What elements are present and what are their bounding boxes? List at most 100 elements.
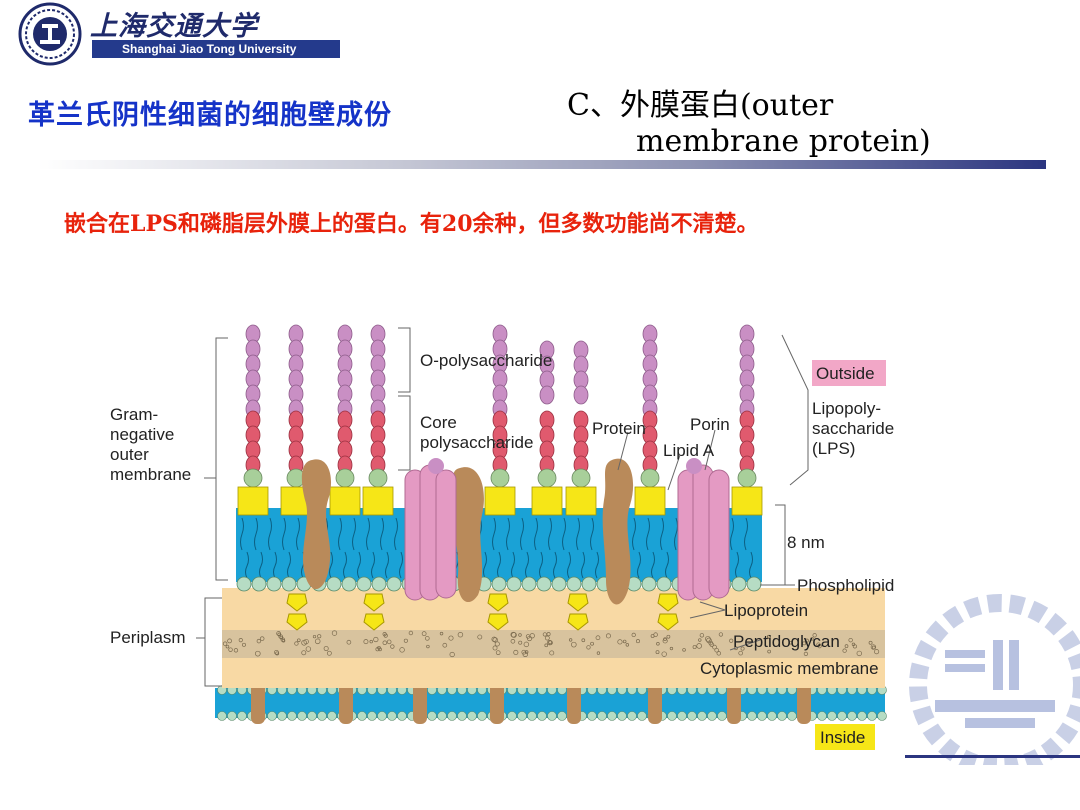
cm-head [297,711,307,721]
peptidoglycan-dot [303,638,309,645]
peptidoglycan-dot [228,647,233,652]
peptidoglycan-dot [238,638,243,643]
peptidoglycan-dot [699,633,705,638]
lipid-tail [282,517,286,551]
peptidoglycan-dot [547,639,553,646]
lipid-tail [553,551,557,579]
lipid-tail [394,517,398,551]
phospholipid-head [386,576,402,592]
lipid-tail [637,551,641,579]
lipid-tail [371,551,375,579]
label-outside: Outside [816,364,875,383]
cm-head [677,711,687,721]
peptidoglycan-dot [233,648,239,653]
lipid-tail [366,517,370,551]
cm-head [867,711,877,721]
lipid-tail [590,517,594,551]
cm-head [527,711,537,721]
cm-head [717,711,727,721]
peptidoglycan-dot [305,646,312,652]
peptidoglycan-dot [241,642,246,647]
phospholipid-head [521,576,537,592]
lipid-tail [296,517,300,551]
lipid-tail [506,517,510,551]
lipid-a [737,468,757,488]
lipid-tail [511,551,515,579]
peptidoglycan-dot [568,638,573,642]
peptidoglycan-dot [301,650,307,656]
lipoprotein [363,593,385,631]
peptidoglycan-dot [789,640,793,645]
cm-head [237,711,247,721]
cm-head [557,711,567,721]
peptidoglycan-dot [513,649,519,655]
phospholipid-head [371,576,387,592]
peptidoglycan-dot [622,639,627,644]
title-divider [38,160,1046,169]
lipid-tail [254,517,258,551]
phospholipid-head [356,576,372,592]
lps-head [531,486,563,516]
label-lps-3: (LPS) [812,439,855,458]
lipid-tail [749,551,753,579]
peptidoglycan-dot [425,636,430,641]
cm-head [447,711,457,721]
lps-chains [237,324,763,516]
cm-head [617,711,627,721]
lipid-tail [385,551,389,579]
peptidoglycan-dot [871,645,876,650]
cm-protein [413,680,427,724]
thickness-bracket [775,504,786,586]
phospholipid-head [536,576,552,592]
peptidoglycan-dot [655,650,660,655]
cm-protein [727,680,741,724]
lipid-tail [357,551,361,579]
peptidoglycan-dot [448,635,454,641]
cm-head [507,711,517,721]
label-gram-3: outer [110,445,149,464]
lipoprotein [657,593,679,631]
lps-chain [329,324,361,516]
lipid-tail [744,517,748,551]
phospholipid-head [506,576,522,592]
peptidoglycan-dot [705,636,711,642]
lipid-tail [497,551,501,579]
university-name-en: Shanghai Jiao Tong University [92,40,340,58]
lipoprotein-tail [487,613,509,631]
peptidoglycan-dot [421,631,427,637]
cm-head [837,711,847,721]
peptidoglycan-dot [369,639,373,644]
label-core-1: Core [420,413,457,432]
label-lipid-a: Lipid A [663,441,715,460]
peptidoglycan-dot [631,632,636,638]
peptidoglycan-dot [804,638,809,643]
phospholipid-head [641,576,657,592]
label-gram-1: Gram- [110,405,158,424]
cm-head [477,711,487,721]
lipoprotein-head [363,593,385,612]
lipoprotein-tail [363,613,385,631]
peptidoglycan-dot [495,650,501,656]
lipid-tail [525,551,529,579]
cm-head [267,711,277,721]
university-name-cn: 上海交通大学 [90,11,258,42]
peptidoglycan-dot [692,645,697,650]
lipoprotein [286,593,308,631]
lps-head [634,486,666,516]
peptidoglycan-dot [856,650,862,657]
peptidoglycan-dot [314,638,321,645]
lps-head [731,486,763,516]
peptidoglycan-dot [378,647,382,652]
lipid-tail [338,517,342,551]
lipid-tail [548,517,552,551]
peptidoglycan-dot [714,647,719,653]
gram-bracket [215,337,228,581]
peptidoglycan-dot [617,639,623,645]
peptidoglycan-dot [586,645,591,650]
peptidoglycan-dot [542,632,547,637]
peptidoglycan-dot [595,635,601,641]
peptidoglycan-dot [874,649,880,655]
cm-head [367,711,377,721]
section-title-line1: C、外膜蛋白(outer [567,88,834,123]
cm-head [517,711,527,721]
